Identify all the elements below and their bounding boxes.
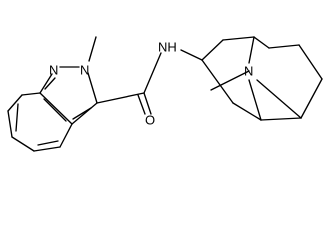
atom-label-bridge-n: N xyxy=(244,63,253,78)
bond-benzene-double-3 xyxy=(43,98,67,122)
bond-n-methyl xyxy=(88,36,97,62)
granisetron-structure-diagram: N N NH O N xyxy=(7,36,323,152)
bond-bicycle-1 xyxy=(201,39,224,61)
bond-benzene-double-1 xyxy=(15,103,19,132)
atom-label-n2: N xyxy=(80,62,89,77)
bond-carbonyl-o-double xyxy=(137,94,146,115)
bond-bicycle-8 xyxy=(232,102,262,121)
bond-pyrazole-c3-c3a xyxy=(71,102,98,125)
atom-label-n1: N xyxy=(49,62,58,77)
bond-bicycle-12 xyxy=(256,79,302,119)
bond-carbonyl-o xyxy=(143,92,152,115)
bond-pyrazole-n2-c3 xyxy=(87,72,98,104)
bond-pyrazole-double-c3 xyxy=(72,107,92,120)
bond-pyrazole-double-n1 xyxy=(44,77,56,90)
bond-benzene-7 xyxy=(39,92,73,125)
bond-benzene-double-2 xyxy=(37,140,59,146)
atom-label-amide-nh: NH xyxy=(158,39,177,54)
bond-bicycle-9 xyxy=(201,59,234,104)
bond-bicycle-10 xyxy=(248,36,255,64)
bond-benzene-6 xyxy=(59,123,73,148)
bond-benzene-3 xyxy=(7,110,13,138)
bond-benzene-2 xyxy=(7,94,23,112)
bond-bicycle-4 xyxy=(268,44,300,49)
bond-bicycle-2 xyxy=(222,36,255,41)
bond-benzene-1 xyxy=(21,92,41,96)
bond-bicycle-5 xyxy=(298,44,323,80)
bond-bicycle-3 xyxy=(253,36,270,49)
bond-pyrazole-c7a-n1 xyxy=(39,73,53,94)
bond-nh-ring xyxy=(180,49,203,61)
bond-c3-carbonyl xyxy=(96,92,145,104)
bond-bicycle-6 xyxy=(300,78,323,119)
bond-benzene-4 xyxy=(11,136,35,152)
bond-carbonyl-nh xyxy=(143,52,162,94)
bond-bicycle-11 xyxy=(248,79,262,121)
bond-benzene-5 xyxy=(33,146,61,152)
atom-label-amide-o: O xyxy=(145,112,155,127)
bond-bicycle-7 xyxy=(260,117,302,121)
bond-bridge-methyl xyxy=(210,70,250,91)
